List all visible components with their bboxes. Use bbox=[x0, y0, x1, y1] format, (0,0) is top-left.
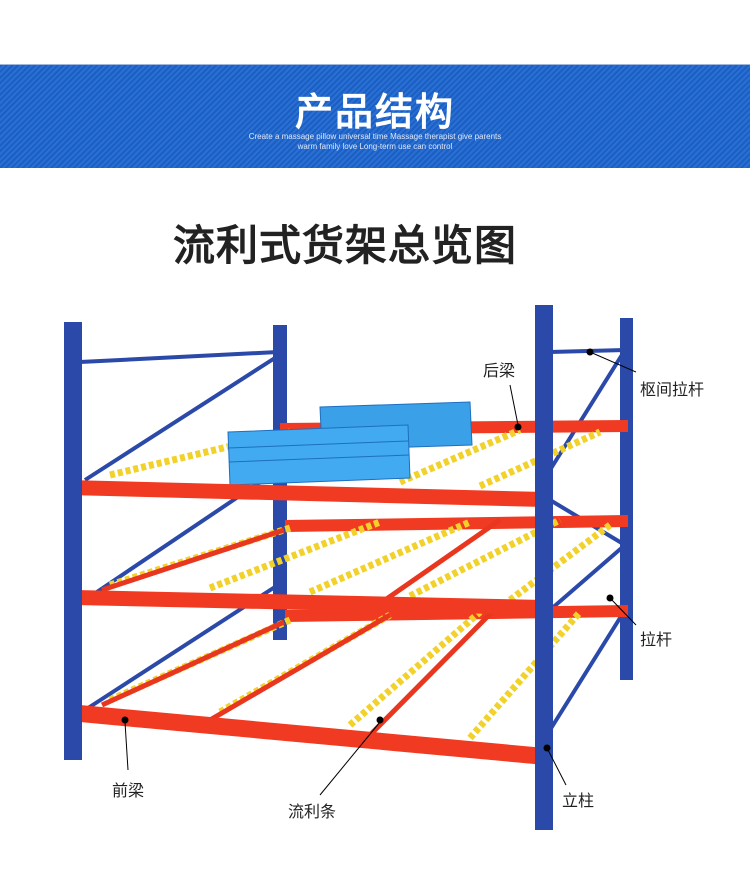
front-uprights bbox=[64, 305, 553, 830]
page-title: 流利式货架总览图 bbox=[172, 221, 517, 270]
header-banner: 产品结构 Create a massage pillow universal t… bbox=[0, 64, 750, 168]
label-flow-strip: 流利条 bbox=[288, 802, 337, 821]
leader-lines bbox=[121, 348, 637, 796]
label-front-beam: 前梁 bbox=[112, 781, 145, 800]
label-upright: 立柱 bbox=[562, 791, 595, 810]
baskets bbox=[227, 401, 473, 486]
front-beams bbox=[68, 480, 545, 765]
label-rear-beam: 后梁 bbox=[483, 361, 516, 380]
banner-subtitle-line1: Create a massage pillow universal time M… bbox=[248, 132, 502, 141]
banner-title: 产品结构 bbox=[294, 90, 455, 134]
label-tie-rod: 拉杆 bbox=[640, 630, 673, 649]
label-cross-brace: 枢间拉杆 bbox=[640, 380, 705, 399]
banner-subtitle-line2: warm family love Long-term use can contr… bbox=[297, 142, 453, 151]
banner-subtitle: Create a massage pillow universal time M… bbox=[0, 132, 750, 152]
